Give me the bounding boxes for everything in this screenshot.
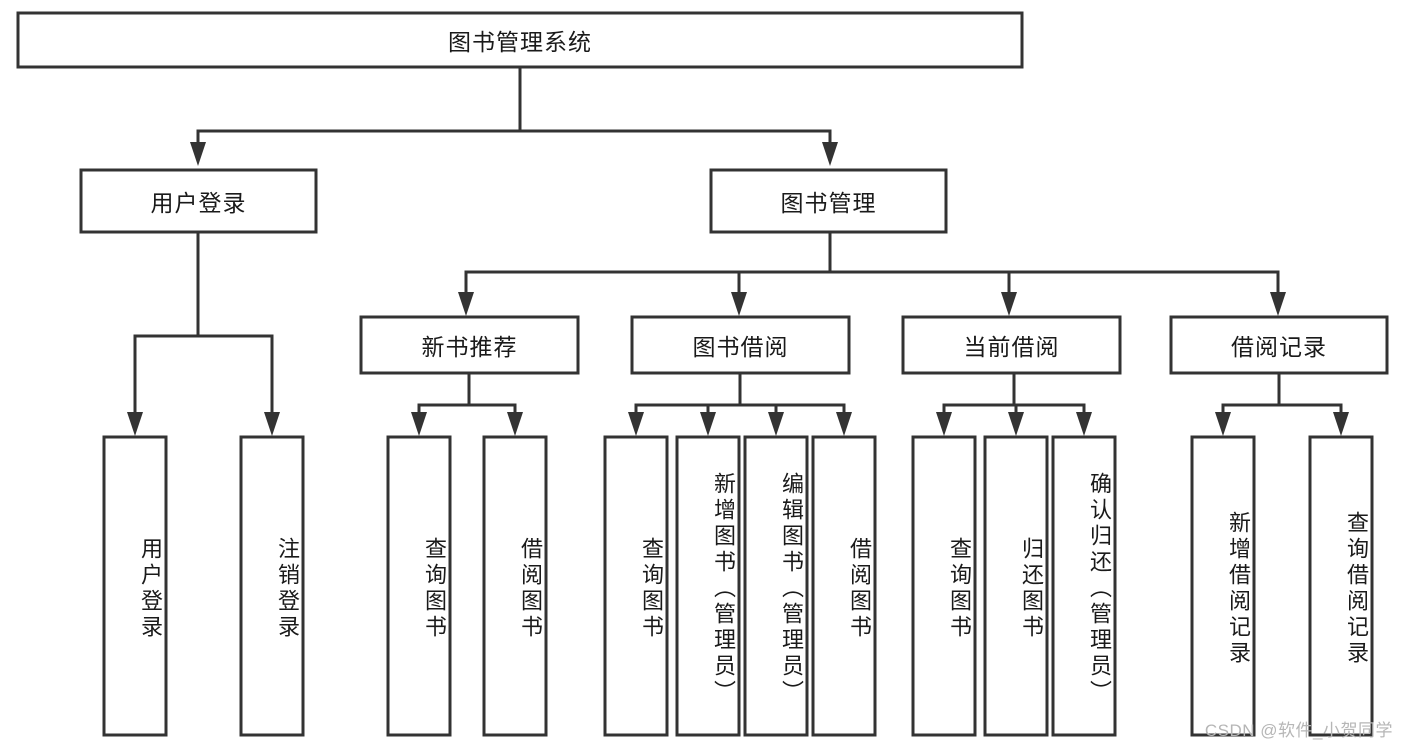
arrow-head-leaf-add-book-admin bbox=[700, 412, 716, 436]
arrow-head-book-borrow bbox=[731, 292, 747, 316]
node-box-borrow-record[interactable] bbox=[1169, 315, 1389, 375]
arrow-head-book-manage bbox=[822, 142, 838, 166]
arrow-head-user-login bbox=[190, 142, 206, 166]
node-box-leaf-user-login[interactable] bbox=[102, 435, 168, 737]
arrow-head-leaf-user-logout bbox=[264, 412, 280, 436]
node-box-leaf-borrow-book[interactable] bbox=[811, 435, 877, 737]
node-box-leaf-return-book[interactable] bbox=[983, 435, 1049, 737]
arrow-head-leaf-query-book-rec bbox=[411, 412, 427, 436]
csdn-watermark: CSDN @软件_小贺同学 bbox=[1204, 721, 1393, 740]
arrow-head-leaf-borrow-book-rec bbox=[507, 412, 523, 436]
arrow-head-current-borrow bbox=[1001, 292, 1017, 316]
arrow-head-leaf-edit-book-admin bbox=[768, 412, 784, 436]
arrow-head-leaf-add-borrow-record bbox=[1215, 412, 1231, 436]
arrow-head-leaf-query-borrow-record bbox=[1333, 412, 1349, 436]
node-box-leaf-user-logout[interactable] bbox=[239, 435, 305, 737]
node-box-book-borrow[interactable] bbox=[630, 315, 851, 375]
node-box-root[interactable] bbox=[16, 11, 1024, 69]
node-box-leaf-add-book-admin[interactable] bbox=[675, 435, 741, 737]
node-box-leaf-confirm-return-admin[interactable] bbox=[1051, 435, 1117, 737]
node-box-user-login[interactable] bbox=[79, 168, 318, 234]
arrow-head-leaf-return-book bbox=[1008, 412, 1024, 436]
node-box-leaf-edit-book-admin[interactable] bbox=[743, 435, 809, 737]
arrow-head-leaf-query-book-borrow bbox=[628, 412, 644, 436]
node-box-leaf-borrow-book-rec[interactable] bbox=[482, 435, 548, 737]
node-box-new-book-recommend[interactable] bbox=[359, 315, 580, 375]
node-box-leaf-add-borrow-record[interactable] bbox=[1190, 435, 1256, 737]
node-box-leaf-query-borrow-record[interactable] bbox=[1308, 435, 1374, 737]
arrow-head-leaf-query-book-cur bbox=[936, 412, 952, 436]
node-box-leaf-query-book-borrow[interactable] bbox=[603, 435, 669, 737]
arrow-head-leaf-confirm-return-admin bbox=[1076, 412, 1092, 436]
arrow-head-leaf-user-login bbox=[127, 412, 143, 436]
node-box-leaf-query-book-cur[interactable] bbox=[911, 435, 977, 737]
arrow-head-borrow-record bbox=[1270, 292, 1286, 316]
arrow-head-new-book-recommend bbox=[458, 292, 474, 316]
node-box-book-manage[interactable] bbox=[709, 168, 948, 234]
node-box-current-borrow[interactable] bbox=[901, 315, 1122, 375]
arrow-head-leaf-borrow-book bbox=[836, 412, 852, 436]
node-box-leaf-query-book-rec[interactable] bbox=[386, 435, 452, 737]
